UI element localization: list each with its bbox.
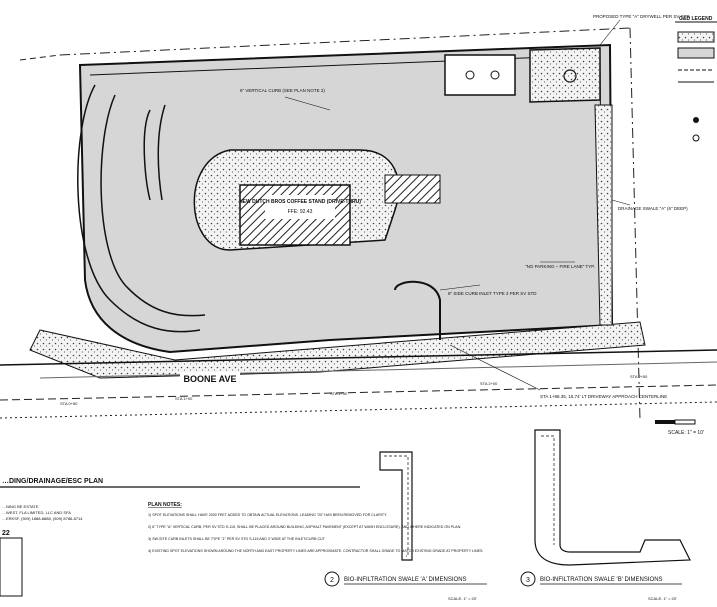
swale-b-detail bbox=[534, 429, 691, 566]
curb-return bbox=[394, 280, 441, 340]
no-parking-note: "NO PARKING – FIRE LANE" TYP. bbox=[525, 264, 595, 269]
drive-aisle-curve bbox=[77, 84, 206, 333]
station-labels: STA 0+50 STA 1+00 STA 1+50 STA 2+00 STA … bbox=[60, 374, 648, 406]
approach-note: STA 1+88.35, 15.74' LT DRIVEWAY APPROACH… bbox=[540, 394, 667, 399]
legend bbox=[675, 21, 717, 142]
detail-3-bubble bbox=[520, 571, 536, 587]
plan-note: 4) EXISTING SPOT ELEVATIONS SHOWN AROUND… bbox=[148, 549, 483, 553]
main-scale: SCALE: 1" = 10' bbox=[668, 430, 704, 436]
owner-line: …NING BE ESTATE bbox=[2, 504, 39, 509]
station-label: STA 1+50 bbox=[330, 391, 348, 396]
detail-3-scale: SCALE: 1" = 20' bbox=[648, 596, 677, 601]
station-label: STA 0+50 bbox=[60, 401, 78, 406]
east-swale bbox=[594, 104, 613, 326]
plan-note: 2) 6" TYPE "A" VERTICAL CURB, PER SV STD… bbox=[148, 525, 461, 529]
trash-enclosure bbox=[444, 54, 516, 96]
vertical-curb-note: 6" VERTICAL CURB (SEE PLAN NOTE 2) bbox=[240, 88, 325, 93]
curb-inlet-note: 6" SIDE CURB INLET TYPE 2 PER SV STD bbox=[448, 291, 537, 296]
key-box bbox=[0, 537, 23, 597]
building-label-box bbox=[265, 195, 335, 219]
detail-3-number: 3 bbox=[526, 577, 530, 584]
sheet-number: 22 bbox=[2, 530, 10, 537]
building-label: NEW DUTCH BROS COFFEE STAND (DRIVE-THRU) bbox=[239, 199, 361, 205]
station-label: STA 2+50 bbox=[630, 374, 648, 379]
plan-note: 3) SW-SITE CURB INLETS SHALL BE TYPE "1"… bbox=[148, 537, 326, 541]
landscape-strip bbox=[29, 321, 646, 379]
detail-2-bubble bbox=[324, 571, 340, 587]
owner-line: …ERKSF, (509) 1888-8888, (509) 8786-8714 bbox=[2, 516, 83, 521]
detail-2-scale: SCALE: 1" = 20' bbox=[448, 596, 477, 601]
drywell-area bbox=[529, 47, 601, 103]
property-lines bbox=[0, 27, 717, 421]
legend-title: G&D LEGEND bbox=[679, 16, 713, 22]
plan-note: 1) SPOT ELEVATIONS SHALL HAVE 2000 FEET … bbox=[148, 513, 387, 517]
swale-note: DRAINAGE SWALE "A" (6" DEEP) bbox=[618, 206, 688, 211]
owner-line: …WEST, FLA LIMITED, LLC AND SFA bbox=[2, 510, 71, 515]
plan-notes-title: PLAN NOTES: bbox=[148, 502, 182, 508]
building-ffe: FFE: 92.43 bbox=[288, 209, 313, 215]
street-name: BOONE AVE bbox=[183, 374, 236, 384]
station-label: STA 2+00 bbox=[480, 381, 498, 386]
station-label: STA 1+00 bbox=[175, 396, 193, 401]
detail-2-number: 2 bbox=[330, 577, 334, 584]
main-scale-bar bbox=[655, 419, 696, 425]
detail-2-title: BIO-INFILTRATION SWALE 'A' DIMENSIONS bbox=[344, 577, 467, 583]
detail-3-title: BIO-INFILTRATION SWALE 'B' DIMENSIONS bbox=[540, 577, 663, 583]
swale-a-detail bbox=[379, 451, 413, 561]
drywell-note: PROPOSED TYPE "A" DRYWELL PER SV STD bbox=[593, 14, 690, 19]
callout-leaders bbox=[284, 19, 631, 391]
hatched-parking bbox=[384, 174, 441, 204]
plan-title: …DING/DRAINAGE/ESC PLAN bbox=[2, 478, 103, 485]
boone-ave-road bbox=[0, 349, 717, 384]
